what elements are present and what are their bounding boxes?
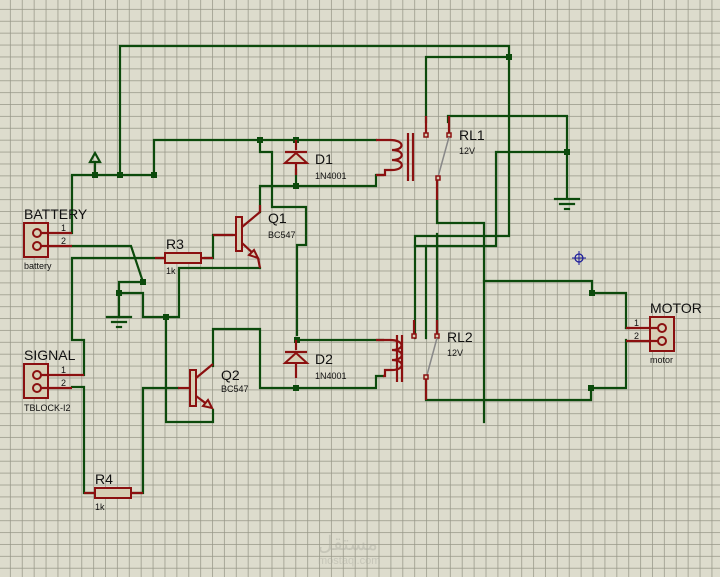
wire-rl1-to-motor[interactable] [482,279,628,330]
wire-battery-pin1[interactable] [70,173,156,235]
junction [293,183,299,189]
junction [506,54,512,60]
wire-r4-q2base[interactable] [129,386,180,495]
wire-rl1-common-feed[interactable] [424,55,511,124]
rl2-value-label: 12V [447,348,463,358]
relay-rl1[interactable] [376,116,452,200]
wire-vcc-up[interactable] [152,138,378,177]
power-terminal-icon[interactable] [88,150,102,164]
wire-ground-loop[interactable] [117,280,145,319]
wire-d2-bottom[interactable] [294,374,385,390]
wire-left-rail[interactable] [70,256,167,377]
diode-d2[interactable] [282,340,310,378]
relay-rl2[interactable] [376,320,440,400]
rl1-value-label: 12V [459,146,475,156]
wire-signal-pin2[interactable] [70,385,97,495]
wire-r3-q1base[interactable] [203,233,234,260]
wire-ground-right[interactable] [413,150,569,248]
wire-rl1-no[interactable] [435,198,486,424]
wire-q1-emitter[interactable] [164,266,262,319]
junction [151,172,157,178]
junction [293,385,299,391]
watermark-latin: mostaql.com [318,555,380,567]
d1-value-label: 1N4001 [315,171,347,181]
resistor-r4[interactable] [84,487,143,499]
battery-pin2-label: 2 [61,236,66,246]
junction [116,290,122,296]
junction [92,172,98,178]
junction [257,137,263,143]
wire-q1-collector[interactable] [258,184,298,214]
transistor-q2[interactable] [178,363,214,410]
rl2-ref-label: RL2 [447,329,473,345]
q1-ref-label: Q1 [268,210,287,226]
signal-value-label: TBLOCK-I2 [24,403,71,413]
r4-value-label: 1k [95,502,105,512]
motor-pin1-label: 1 [634,318,639,328]
wire-ground-tie[interactable] [117,291,168,319]
signal-terminal[interactable] [23,363,84,399]
watermark-arabic: مستقل [318,533,378,555]
transistor-q1[interactable] [213,205,262,269]
battery-ref-label: BATTERY [24,206,88,222]
wire-common-down[interactable] [164,315,215,424]
junction [140,279,146,285]
r3-value-label: 1k [166,266,176,276]
r4-ref-label: R4 [95,471,113,487]
motor-value-label: motor [650,355,673,365]
wire-top-loop[interactable] [118,44,511,177]
crosshair-cursor-icon [572,251,586,265]
wire-509-down[interactable] [413,55,511,340]
ground-icon[interactable] [105,315,133,329]
motor-pin2-label: 2 [634,331,639,341]
battery-value-label: battery [24,261,52,271]
ground-icon[interactable] [553,197,581,211]
r3-ref-label: R3 [166,236,184,252]
junction [117,172,123,178]
wire-q2-collector[interactable] [211,327,298,390]
q2-ref-label: Q2 [221,367,240,383]
signal-pin2-label: 2 [61,378,66,388]
battery-terminal[interactable] [23,222,72,258]
d2-value-label: 1N4001 [315,371,347,381]
q2-value-label: BC547 [221,384,249,394]
junction [589,290,595,296]
signal-ref-label: SIGNAL [24,347,76,363]
motor-ref-label: MOTOR [650,300,702,316]
wire-d1-top[interactable] [258,138,308,337]
junction [163,314,169,320]
junction [588,385,594,391]
wires [70,44,631,495]
motor-terminal[interactable] [626,316,675,352]
signal-pin1-label: 1 [61,365,66,375]
resistor-r3[interactable] [155,252,213,264]
diode-d1[interactable] [282,140,310,175]
d2-ref-label: D2 [315,351,333,367]
battery-pin1-label: 1 [61,223,66,233]
junction [564,149,570,155]
q1-value-label: BC547 [268,230,296,240]
d1-ref-label: D1 [315,151,333,167]
wire-battery-pin2[interactable] [70,244,145,284]
rl1-ref-label: RL1 [459,127,485,143]
